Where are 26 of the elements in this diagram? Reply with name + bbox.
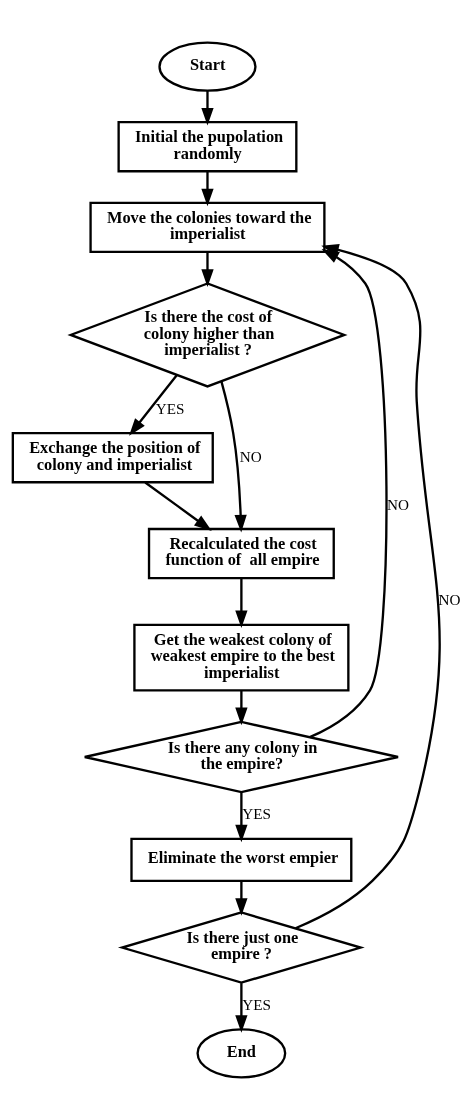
arrow	[201, 90, 214, 126]
arrow	[235, 792, 248, 843]
arrow	[235, 690, 248, 726]
arrow	[235, 983, 248, 1033]
arrow	[235, 881, 248, 916]
node-box: Get the weakest colony of weakest empire to the best imperialist	[133, 623, 350, 692]
node-box: Eliminate the worst empier	[130, 837, 353, 883]
node-ellipse: Start	[158, 41, 257, 92]
arrow	[201, 252, 214, 287]
arrow	[129, 374, 178, 436]
node-ellipse: End	[196, 1028, 287, 1079]
edge-label: YES	[155, 399, 185, 417]
node-box: Initial the pupolation randomly	[117, 121, 298, 173]
node-box: Recalculated the cost function of all empire	[147, 527, 335, 580]
arrow	[201, 171, 214, 207]
node-diamond: Is there any colony in the empire?	[83, 720, 400, 794]
arrow	[220, 381, 247, 533]
arrow	[235, 578, 248, 629]
arrow	[295, 243, 441, 930]
arrow	[144, 481, 212, 531]
edge-label: NO	[239, 447, 262, 465]
node-diamond: Is there the cost of colony higher than imperialist ?	[67, 282, 348, 388]
node-box: Exchange the position of colony and imperialist	[11, 432, 214, 484]
node-diamond: Is there just one empire ?	[118, 911, 365, 984]
edge-label: NO	[438, 591, 461, 609]
node-box: Move the colonies toward the imperialist	[89, 201, 326, 254]
